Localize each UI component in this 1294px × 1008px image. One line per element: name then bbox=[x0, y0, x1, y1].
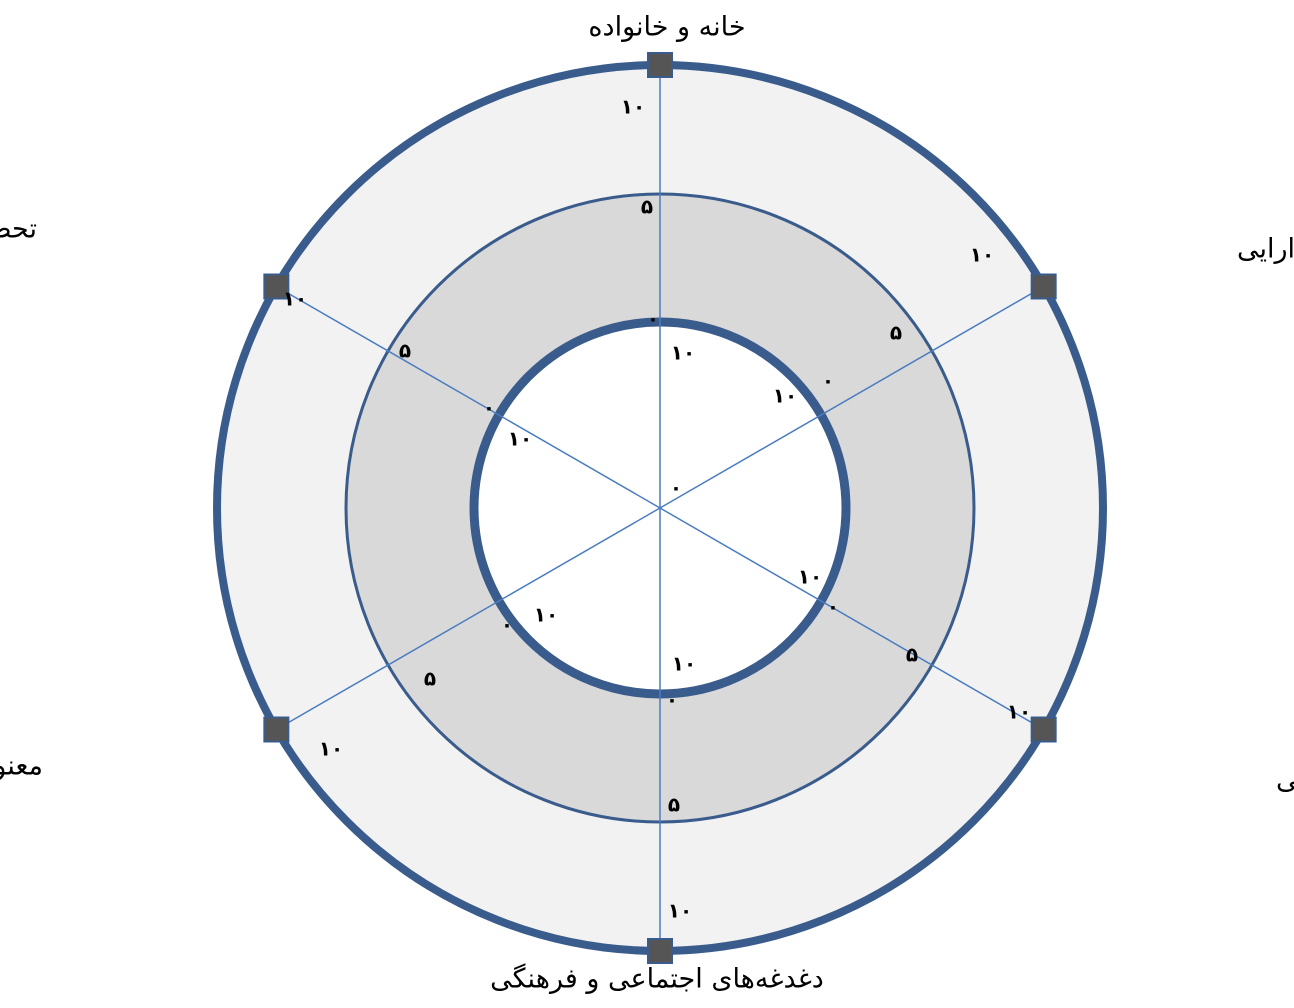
tick-outer-10: ۱۰ bbox=[1007, 700, 1031, 724]
tick-zero: ۰ bbox=[483, 396, 495, 420]
category-labels: خانه و خانواده شغل و دارایی سلامتی و زیبای… bbox=[0, 12, 1294, 995]
tick-zero: ۰ bbox=[501, 613, 513, 637]
spoke-end-marker bbox=[1030, 273, 1057, 300]
category-label: خانه و خانواده bbox=[588, 12, 745, 43]
category-label: تحصیلات و دانش bbox=[0, 214, 37, 245]
tick-mid-5: ۵ bbox=[668, 793, 680, 817]
category-label: معنویات و روحیات bbox=[0, 751, 43, 782]
tick-mid-5: ۵ bbox=[890, 321, 902, 345]
tick-zero: ۰ bbox=[666, 688, 678, 712]
tick-inner-10: ۱۰ bbox=[671, 341, 695, 365]
tick-inner-10: ۱۰ bbox=[534, 603, 558, 627]
tick-inner-10: ۱۰ bbox=[672, 652, 696, 676]
spoke-end-marker bbox=[263, 273, 290, 300]
spoke-line bbox=[275, 507, 661, 731]
spoke-end-marker bbox=[647, 52, 673, 78]
tick-outer-10: ۱۰ bbox=[621, 95, 645, 119]
tick-outer-10: ۱۰ bbox=[283, 287, 307, 311]
tick-outer-10: ۱۰ bbox=[319, 737, 343, 761]
spoke-line bbox=[275, 285, 661, 509]
tick-zero: ۰ bbox=[647, 307, 659, 331]
tick-mid-5: ۵ bbox=[906, 643, 918, 667]
spoke-end-marker bbox=[263, 716, 290, 743]
tick-inner-10: ۱۰ bbox=[773, 384, 797, 408]
spoke-line bbox=[659, 507, 1045, 731]
tick-inner-10: ۱۰ bbox=[798, 565, 822, 589]
category-label: دغدغه‌های اجتماعی و فرهنگی bbox=[490, 963, 824, 995]
tick-outer-10: ۱۰ bbox=[668, 899, 692, 923]
spoke-line bbox=[659, 285, 1045, 509]
tick-mid-5: ۵ bbox=[641, 195, 653, 219]
tick-zero: ۰ bbox=[827, 595, 839, 619]
category-label: شغل و دارایی bbox=[1237, 234, 1294, 265]
center-zero-label: ۰ bbox=[670, 476, 682, 500]
category-label: سلامتی و زیبایی bbox=[1276, 765, 1294, 796]
spokes bbox=[275, 65, 1045, 951]
markers bbox=[263, 52, 1057, 964]
tick-outer-10: ۱۰ bbox=[970, 243, 994, 267]
tick-mid-5: ۵ bbox=[424, 667, 436, 691]
spoke-end-marker bbox=[1030, 716, 1057, 743]
spoke-end-marker bbox=[647, 938, 673, 964]
tick-zero: ۰ bbox=[822, 369, 834, 393]
tick-mid-5: ۵ bbox=[399, 339, 411, 363]
tick-inner-10: ۱۰ bbox=[508, 427, 532, 451]
